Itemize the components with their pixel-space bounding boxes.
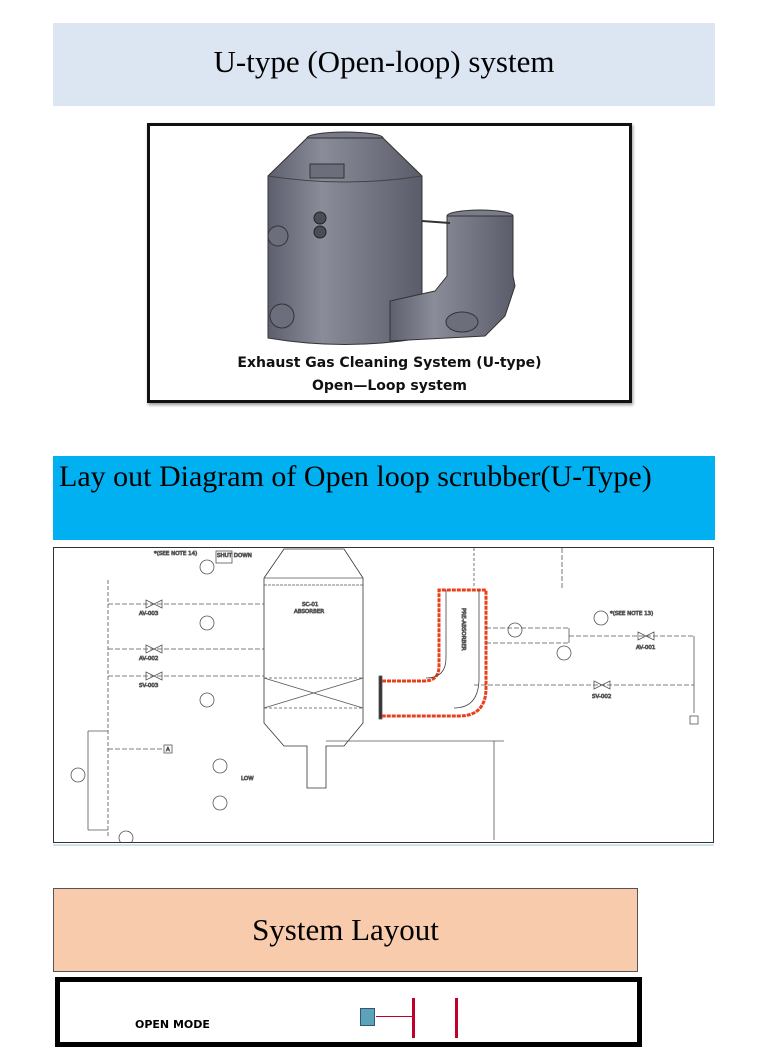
pipe-line bbox=[412, 998, 415, 1038]
title-text: System Layout bbox=[252, 912, 439, 947]
divider bbox=[53, 844, 714, 846]
slide-title-layout-diagram: Lay out Diagram of Open loop scrubber(U-… bbox=[53, 456, 715, 540]
absorber-id: SC-01 bbox=[302, 602, 318, 608]
pid-layout-diagram: A AV-003 AV-002 SV-003 *(SEE NOTE 14) SH… bbox=[53, 547, 714, 846]
pipe-line bbox=[455, 998, 458, 1038]
signal-arrow bbox=[376, 1016, 412, 1017]
valve-label: SV-003 bbox=[139, 683, 159, 689]
pid-drawing: A AV-003 AV-002 SV-003 *(SEE NOTE 14) SH… bbox=[70, 548, 699, 846]
highlighted-pipe bbox=[382, 588, 488, 718]
pre-absorber-label: PRE-ABSORBER bbox=[460, 608, 466, 651]
scrubber-3d-image: Exhaust Gas Cleaning System (U-type) Ope… bbox=[147, 123, 632, 403]
low-label: LOW bbox=[241, 776, 254, 782]
title-text: U-type (Open-loop) system bbox=[213, 43, 555, 79]
system-layout-image: OPEN MODE bbox=[55, 977, 642, 1047]
valve-label: AV-002 bbox=[139, 656, 158, 662]
control-panel-icon bbox=[360, 1008, 375, 1026]
absorber-name: ABSORBER bbox=[294, 609, 324, 615]
image-caption-line1: Exhaust Gas Cleaning System (U-type) bbox=[237, 355, 542, 371]
note-label: *(SEE NOTE 14) bbox=[154, 551, 197, 557]
valve-label: AV-003 bbox=[139, 611, 159, 617]
slide-title-u-type: U-type (Open-loop) system bbox=[53, 23, 715, 106]
valve-label: SV-002 bbox=[592, 694, 611, 700]
valve-label: AV-001 bbox=[636, 645, 655, 651]
open-mode-label: OPEN MODE bbox=[135, 1018, 210, 1031]
shutdown-label: SHUT DOWN bbox=[217, 553, 252, 559]
scrubber-illustration bbox=[267, 131, 516, 345]
image-caption-line2: Open—Loop system bbox=[311, 378, 467, 394]
slide-title-system-layout: System Layout bbox=[53, 888, 638, 972]
title-text: Lay out Diagram of Open loop scrubber(U-… bbox=[59, 460, 652, 493]
note-label: *(SEE NOTE 13) bbox=[610, 611, 653, 617]
connector-label: A bbox=[166, 747, 170, 753]
